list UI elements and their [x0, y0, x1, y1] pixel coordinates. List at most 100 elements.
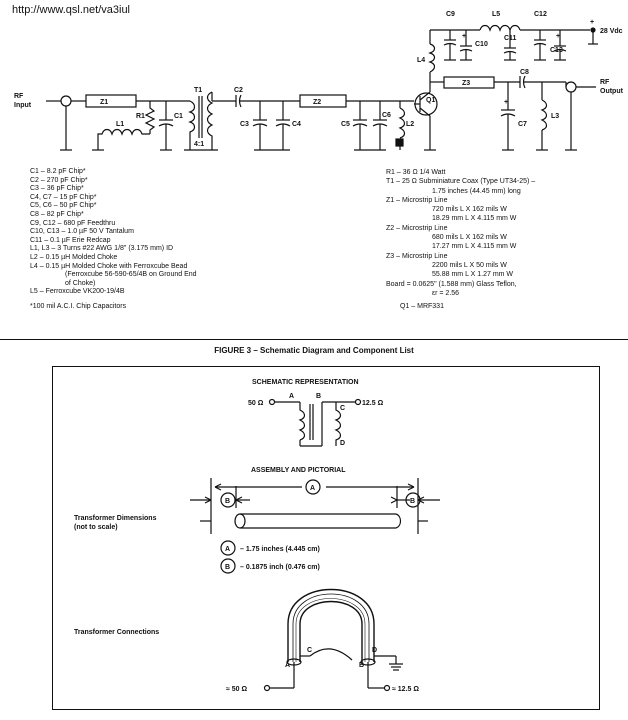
- component-item: Z2 – Microstrip Line: [386, 224, 448, 232]
- component-footnote: *100 mil A.C.I. Chip Capacitors: [30, 302, 127, 310]
- l5-inductor: [479, 24, 521, 32]
- dim-b-letter: B: [225, 498, 230, 505]
- c11-label: C11: [504, 35, 517, 42]
- left-port-label: 50 Ω: [248, 400, 264, 407]
- r1-label: R1: [136, 113, 145, 120]
- dim-a-letter: A: [310, 485, 315, 492]
- dims-label-2: (not to scale): [74, 524, 118, 531]
- r1-resistor: [144, 101, 156, 134]
- terminal-b: B: [316, 393, 321, 400]
- q1-label: Q1: [426, 97, 435, 104]
- component-item: C2 – 270 pF Chip*: [30, 176, 88, 184]
- component-item: C4, C7 – 15 pF Chip*: [30, 193, 97, 201]
- z3-label: Z3: [462, 80, 470, 87]
- rf-input-label-2: Input: [14, 102, 32, 109]
- c10-label: C10: [475, 41, 488, 48]
- component-item: C5, C6 – 50 pF Chip*: [30, 202, 97, 210]
- component-item: C1 – 8.2 pF Chip*: [30, 168, 86, 175]
- u-coax-outer: [287, 588, 375, 662]
- legend-a-marker: [220, 540, 236, 556]
- component-item: L5 – Ferroxcube VK200-19/4B: [30, 288, 125, 296]
- component-item: 55.88 mm L X 1.27 mm W: [432, 271, 514, 279]
- terminal-d: D: [340, 440, 345, 447]
- l2-label: L2: [406, 121, 414, 128]
- component-item: of Choke): [65, 279, 96, 287]
- c9-label: C9: [446, 11, 455, 18]
- component-item: R1 – 36 Ω 1/4 Watt: [386, 169, 446, 176]
- c2-label: C2: [234, 87, 243, 94]
- components-left: C1 – 8.2 pF Chip* C2 – 270 pF Chip* C3 –…: [30, 168, 197, 312]
- t1-secondary: [206, 91, 214, 150]
- amplifier-schematic: Z1 Z2 Z3 T1 4:1 L1 R1 C1 C2 C3 C4 C5 C6 …: [14, 11, 624, 151]
- rf-input-label-1: RF: [14, 93, 24, 100]
- dim-b-value: – 0.1875 inch (0.476 cm): [240, 564, 320, 571]
- component-item: T1 – 25 Ω Subminiature Coax (Type UT34-2…: [386, 178, 536, 186]
- component-item: 720 mils L X 162 mils W: [432, 206, 507, 214]
- dim-b-marker-left: [220, 492, 236, 508]
- component-item: Q1 – MRF331: [400, 303, 444, 311]
- transformer-secondary-coil: [334, 402, 342, 446]
- t1-primary: [188, 100, 196, 150]
- dim-b-letter-2: B: [410, 498, 415, 505]
- ratio-label: 4:1: [194, 141, 204, 148]
- conn-d: D: [372, 647, 377, 654]
- terminal-a: A: [289, 393, 294, 400]
- component-item: C3 – 36 pF Chip*: [30, 185, 84, 193]
- z2-label: Z2: [313, 99, 321, 106]
- source-url: http://www.qsl.net/va3iul: [12, 4, 131, 16]
- rf-output-label-1: RF: [600, 79, 610, 86]
- dim-a-value: – 1.75 inches (4.445 cm): [240, 546, 320, 553]
- component-item: C8 – 82 pF Chip*: [30, 210, 84, 218]
- component-item: C9, C12 – 680 pF Feedthru: [30, 219, 116, 227]
- plus-label-3: +: [590, 19, 594, 26]
- connections-label: Transformer Connections: [74, 629, 159, 636]
- component-item: 1.75 inches (44.45 mm) long: [432, 187, 521, 195]
- figure-title: FIGURE 3 – Schematic Diagram and Compone…: [214, 346, 414, 355]
- legend-a-letter: A: [225, 546, 230, 553]
- approx-12-label: ≈ 12.5 Ω: [392, 686, 419, 693]
- component-item: 18.29 mm L X 4.115 mm W: [432, 215, 517, 223]
- c8-label: C8: [520, 69, 529, 76]
- plus-label: +: [462, 33, 466, 40]
- component-item: 2200 mils L X 50 mils W: [432, 261, 507, 269]
- component-item: (Ferroxcube 56-590-65/4B on Ground End: [65, 271, 197, 279]
- z1-label: Z1: [100, 99, 108, 106]
- c1-label: C1: [174, 113, 183, 120]
- dims-label-1: Transformer Dimensions: [74, 515, 157, 522]
- plus-label-2: +: [556, 33, 560, 40]
- dim-a-marker: [305, 479, 321, 495]
- legend-b-letter: B: [225, 564, 230, 571]
- component-item: 680 mils L X 162 mils W: [432, 234, 507, 242]
- right-port-label: 12.5 Ω: [362, 400, 384, 407]
- component-item: L1, L3 – 3 Turns #22 AWG 1/8" (3.175 mm)…: [30, 245, 174, 253]
- c4-label: C4: [292, 121, 301, 128]
- supply-label: 28 Vdc: [600, 28, 623, 35]
- port-50-terminal: [268, 398, 276, 406]
- l4-inductor: [428, 43, 436, 73]
- component-item: Z1 – Microstrip Line: [386, 196, 448, 204]
- component-item: L2 – 0.15 µH Molded Choke: [30, 253, 118, 261]
- c7-label: C7: [518, 121, 527, 128]
- c5-label: C5: [341, 121, 350, 128]
- l1-label: L1: [116, 121, 124, 128]
- components-right: R1 – 36 Ω 1/4 Watt T1 – 25 Ω Subminiatur…: [386, 168, 535, 311]
- t1-label: T1: [194, 87, 202, 94]
- conn-a: A: [285, 662, 290, 669]
- plus-label-4: +: [504, 99, 508, 106]
- component-item: L4 – 0.15 µH Molded Choke with Ferroxcub…: [30, 262, 188, 270]
- c6-label: C6: [382, 112, 391, 119]
- transformer-panel: [52, 366, 600, 710]
- l3-inductor: [540, 99, 548, 131]
- l5-label: L5: [492, 11, 500, 18]
- rf-output-label-2: Output: [600, 88, 624, 95]
- c3-label: C3: [240, 121, 249, 128]
- l1-inductor: [97, 128, 150, 150]
- assembly-heading: ASSEMBLY AND PICTORIAL: [251, 467, 346, 474]
- component-item: C11 – 0.1 µF Erie Redcap: [30, 236, 111, 244]
- l3-label: L3: [551, 113, 559, 120]
- l2-inductor: [398, 107, 406, 139]
- section-divider: [0, 339, 628, 340]
- port-12-terminal: [354, 398, 362, 406]
- terminal-c: C: [340, 405, 345, 412]
